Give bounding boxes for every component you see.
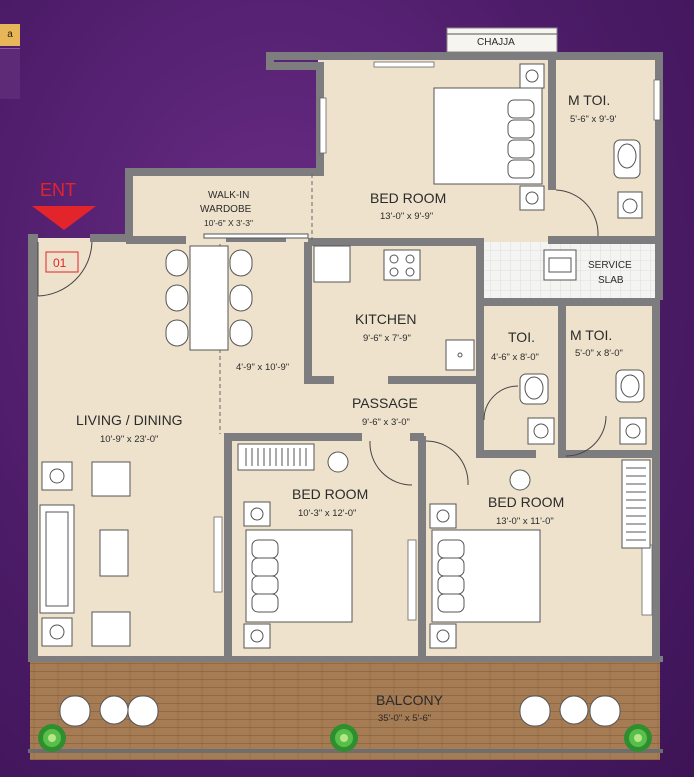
entrance-label: ENT (40, 180, 76, 200)
master-bed-size: 13'-0" x 9'-9" (380, 211, 433, 222)
bed-2 (237, 443, 353, 649)
kitchen-label: KITCHEN (355, 311, 416, 327)
windows (213, 61, 661, 621)
master-bed (433, 63, 545, 211)
bed-3 (429, 459, 651, 649)
bed-room-3-label: BED ROOM (488, 494, 564, 510)
kitchen-size: 9'-6" x 7'-9" (363, 333, 411, 344)
walkin-size: 10'-6" X 3'-3" (204, 218, 253, 228)
toilet-size: 4'-6" x 8'-0" (491, 352, 539, 363)
bed-room-2-label: BED ROOM (292, 486, 368, 502)
kitchen-fixtures (313, 245, 577, 371)
unit-number-box (45, 251, 79, 273)
living-furniture (39, 461, 131, 647)
master-toilet-fixtures (613, 139, 643, 219)
dining-table (165, 245, 253, 351)
plant-icon (330, 724, 358, 752)
service-slab-label-1: SERVICE (588, 260, 632, 271)
balcony-size: 35'-0" x 5'-6" (378, 713, 431, 724)
legend-swatch (0, 48, 20, 99)
walls (28, 52, 663, 753)
living-dining-size: 10'-9" x 23'-0" (100, 434, 158, 445)
legend-chip: a (0, 24, 20, 46)
m-toilet-2-label: M TOI. (570, 327, 612, 343)
balcony-label: BALCONY (376, 692, 444, 708)
entrance-marker: ENT 01 (32, 180, 96, 273)
dining-nook-size: 4'-9" x 10'-9" (236, 362, 289, 373)
service-slab-label-2: SLAB (598, 275, 624, 286)
bed-room-2-size: 10'-3" x 12'-0" (298, 508, 356, 519)
plant-icon (624, 724, 652, 752)
room-labels: CHAJJA BED ROOM 13'-0" x 9'-9" M TOI. 5'… (76, 37, 632, 724)
balcony-furniture (59, 695, 621, 727)
toilet-fixtures (519, 369, 647, 445)
chajja-label: CHAJJA (477, 37, 515, 48)
wardrobe-rail (203, 233, 309, 239)
bed-room-3-size: 13'-0" x 11'-0" (496, 516, 554, 527)
m-toilet-2-size: 5'-0" x 8'-0" (575, 348, 623, 359)
entrance-arrow-icon (32, 206, 96, 230)
living-dining-label: LIVING / DINING (76, 412, 183, 428)
toilet-label: TOI. (508, 329, 535, 345)
walkin-label-2: WARDOBE (200, 204, 252, 215)
master-toilet-size: 5'-6" x 9'-9' (570, 114, 616, 125)
master-toilet-label: M TOI. (568, 92, 610, 108)
passage-label: PASSAGE (352, 395, 418, 411)
passage-size: 9'-6" x 3'-0" (362, 417, 410, 428)
plant-icon (38, 724, 66, 752)
unit-number: 01 (53, 256, 67, 270)
master-bed-label: BED ROOM (370, 190, 446, 206)
walkin-label-1: WALK-IN (208, 190, 249, 201)
